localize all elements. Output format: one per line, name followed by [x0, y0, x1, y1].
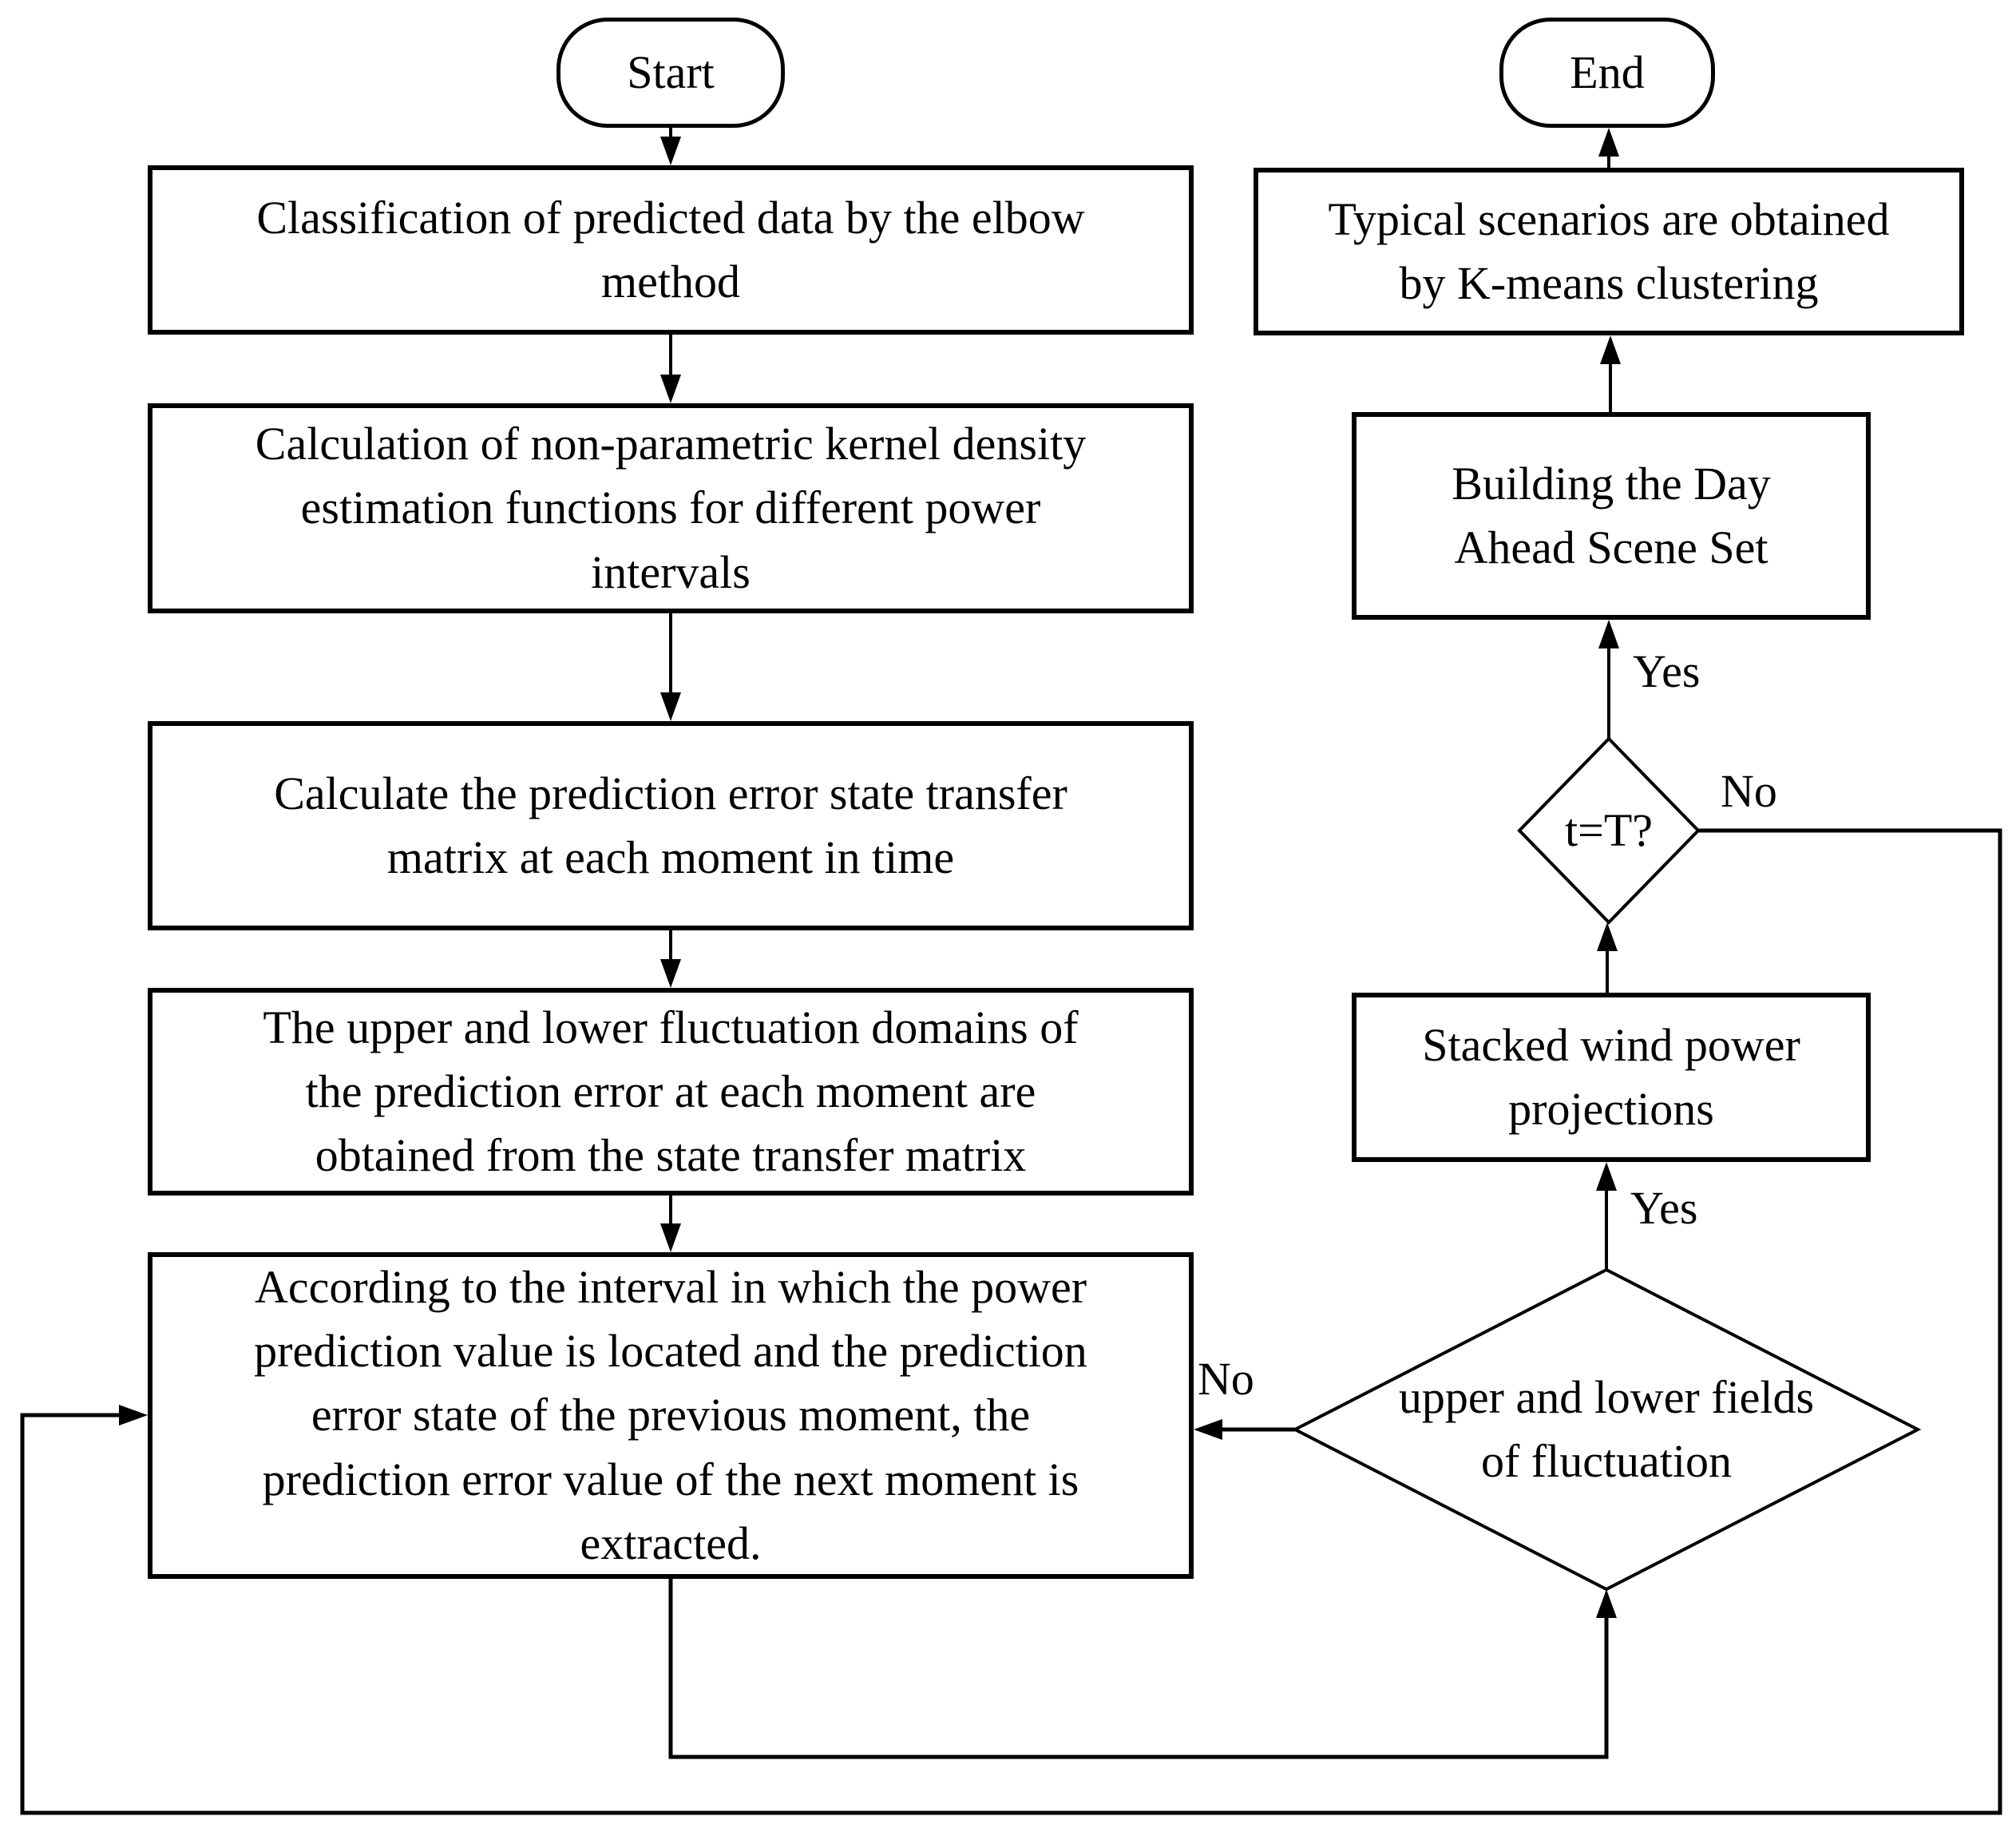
- arrow-classify-to-kernel: [660, 335, 681, 403]
- node-start: Start: [556, 18, 785, 128]
- node-kernel-density: Calculation of non-parametric kernel den…: [148, 403, 1194, 613]
- decision-t-equals-t-label: t=T?: [1565, 803, 1653, 856]
- arrow-start-to-classify: [660, 128, 681, 165]
- arrow-kernel-to-transfer: [660, 613, 681, 721]
- decision-fluctuation-fields-shape: [1291, 1267, 1922, 1592]
- arrow-extract-to-fluct-diamond: [668, 1579, 1617, 1759]
- node-fluctuation-domains: The upper and lower fluctuation domains …: [148, 988, 1194, 1196]
- node-day-ahead-scene: Building the Day Ahead Scene Set: [1352, 412, 1871, 620]
- edge-label-yes-t: Yes: [1633, 645, 1701, 697]
- arrow-fluct-yes-to-stacked: [1596, 1162, 1617, 1270]
- node-extract-error: According to the interval in which the p…: [148, 1252, 1194, 1579]
- arrow-transfer-to-domains: [660, 930, 681, 988]
- node-typical-scenarios: Typical scenarios are obtained by K-mean…: [1254, 168, 1964, 335]
- arrow-t-no-outer-loop: [20, 828, 2002, 1815]
- node-end: End: [1499, 18, 1715, 128]
- node-classification: Classification of predicted data by the …: [148, 165, 1194, 335]
- arrow-fluct-no-to-extract: [1194, 1419, 1295, 1440]
- edge-label-yes-fluct: Yes: [1630, 1182, 1698, 1234]
- node-stacked-projections: Stacked wind power projections: [1352, 993, 1871, 1162]
- arrow-t-yes-to-dayahead: [1598, 620, 1619, 739]
- arrow-domains-to-extract: [660, 1196, 681, 1252]
- edge-label-no-fluct: No: [1198, 1353, 1254, 1405]
- arrow-dayahead-to-typical: [1600, 335, 1621, 412]
- edge-label-no-t: No: [1721, 765, 1777, 817]
- decision-t-equals-t-shape: [1517, 736, 1701, 925]
- decision-fluctuation-fields-label: upper and lower fields of fluctuation: [1398, 1370, 1815, 1487]
- node-transfer-matrix: Calculate the prediction error state tra…: [148, 721, 1194, 930]
- arrow-stacked-to-t: [1597, 922, 1618, 993]
